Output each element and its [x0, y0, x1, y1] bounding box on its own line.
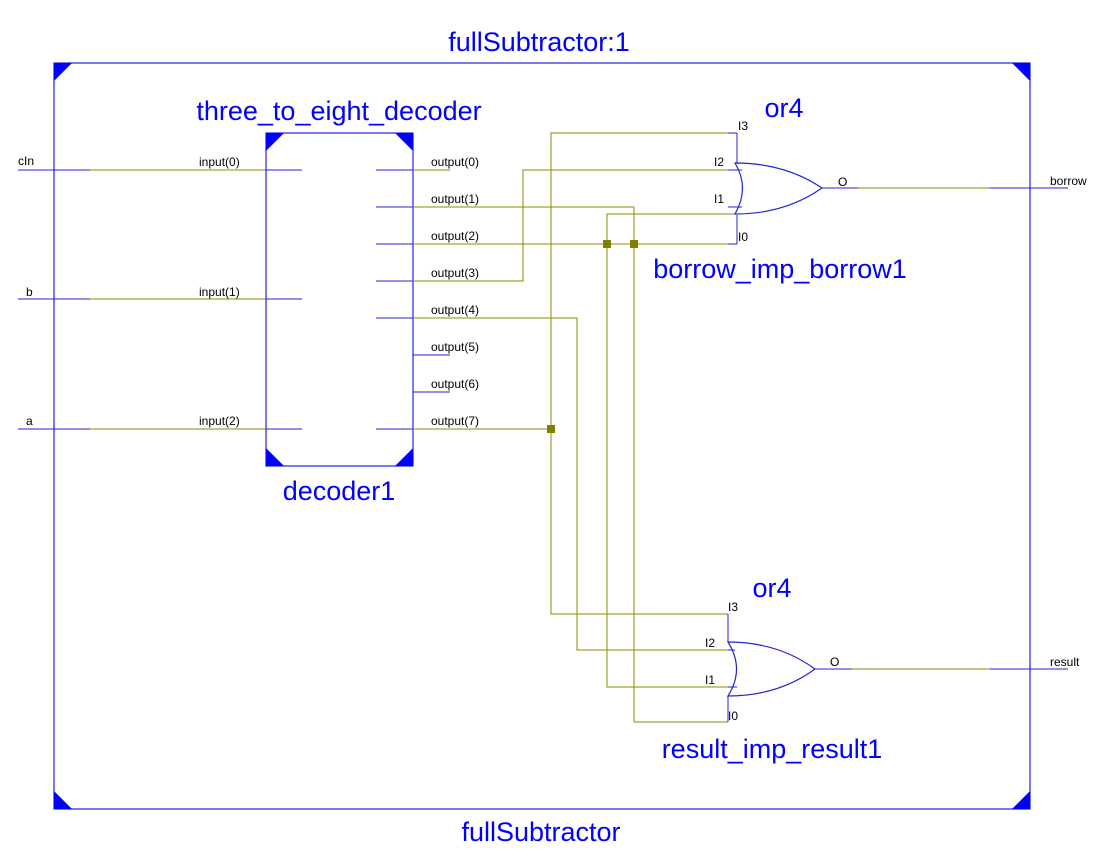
- decoder-pin-output7: output(7): [431, 414, 479, 428]
- junctions: [547, 240, 638, 433]
- borrow-pin-i0: I0: [738, 230, 748, 244]
- net-output3: [413, 169, 737, 282]
- decoder-corner-tl: [266, 133, 284, 151]
- borrow-gate-instance-label: borrow_imp_borrow1: [653, 254, 907, 284]
- net-output4: [413, 317, 728, 651]
- port-a-label: a: [26, 414, 33, 428]
- port-cin-label: cIn: [18, 154, 34, 168]
- decoder-pin-output5: output(5): [431, 340, 479, 354]
- net-output7-to-borrow: [550, 132, 728, 429]
- borrow-pin-i3: I3: [738, 119, 748, 133]
- decoder-pin-input0: input(0): [199, 155, 240, 169]
- frame-corner-tl: [54, 63, 72, 81]
- decoder-pin-input2: input(2): [199, 414, 240, 428]
- result-pin-i1: I1: [705, 673, 715, 687]
- decoder-corner-tr: [395, 133, 413, 151]
- port-result-label: result: [1050, 655, 1080, 669]
- result-pin-i3: I3: [728, 600, 738, 614]
- decoder-block[interactable]: input(0) input(1) input(2) output(0) out…: [199, 132, 479, 467]
- borrow-pin-o: O: [838, 175, 847, 189]
- input-ports: cIn b a: [18, 154, 302, 430]
- result-gate-instance-label: result_imp_result1: [662, 734, 883, 764]
- decoder-corner-br: [395, 448, 413, 466]
- net-output7-to-result: [550, 429, 728, 615]
- module-instance-label: fullSubtractor:1: [448, 27, 630, 57]
- decoder-pin-input1: input(1): [199, 285, 240, 299]
- or-body-borrow: [733, 162, 824, 215]
- net-output2-to-result-i1: [606, 244, 737, 688]
- borrow-gate-type-label: or4: [764, 93, 803, 123]
- decoder-pin-output0: output(0): [431, 155, 479, 169]
- or4-gate-result[interactable]: I3 I2 I1 I0 O: [705, 600, 852, 723]
- decoder-corner-bl: [266, 448, 284, 466]
- result-gate-type-label: or4: [752, 573, 791, 603]
- borrow-pin-i1: I1: [714, 192, 724, 206]
- result-pin-i0: I0: [728, 709, 738, 723]
- result-pin-i2: I2: [705, 636, 715, 650]
- decoder-pin-output2: output(2): [431, 229, 479, 243]
- frame-corner-br: [1012, 791, 1030, 809]
- net-output1: [413, 206, 728, 723]
- net-output2-to-borrow-i1: [606, 213, 742, 244]
- decoder-pin-output4: output(4): [431, 303, 479, 317]
- junction-output2-a: [603, 240, 611, 248]
- module-name-label: fullSubtractor: [461, 817, 620, 847]
- port-b-label: b: [26, 285, 33, 299]
- decoder-type-label: three_to_eight_decoder: [196, 96, 481, 126]
- decoder-pin-output3: output(3): [431, 266, 479, 280]
- frame-corner-bl: [54, 791, 72, 809]
- result-pin-o: O: [830, 655, 839, 669]
- decoder-pin-output1: output(1): [431, 192, 479, 206]
- frame-corner-tr: [1012, 63, 1030, 81]
- or4-gate-borrow[interactable]: I3 I2 I1 I0 O: [714, 119, 858, 245]
- junction-output7: [547, 425, 555, 433]
- decoder-instance-label: decoder1: [283, 476, 396, 506]
- decoder-pin-output6: output(6): [431, 377, 479, 391]
- port-borrow-label: borrow: [1050, 174, 1087, 188]
- module-frame: [53, 62, 1031, 810]
- borrow-pin-i2: I2: [714, 155, 724, 169]
- junction-output2-b: [630, 240, 638, 248]
- nets: [413, 132, 742, 723]
- or-body-result: [726, 641, 817, 697]
